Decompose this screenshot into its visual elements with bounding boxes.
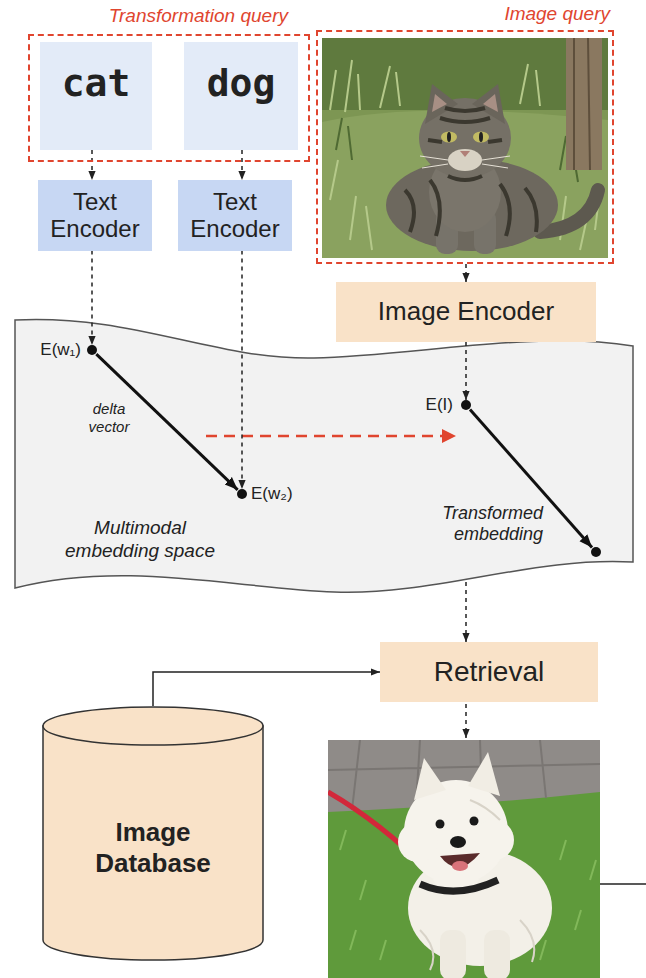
illustration-part: [420, 880, 498, 891]
illustration-part: [566, 38, 602, 170]
cylinder-top: [43, 707, 263, 745]
query-label: Transformation query: [30, 5, 308, 27]
query-label: Image query: [318, 3, 612, 25]
illustration-part: [440, 930, 466, 978]
illustration-part: [414, 758, 446, 800]
point-label: E(I): [407, 395, 453, 415]
illustration-part: [473, 132, 489, 143]
illustration-part: [330, 60, 600, 250]
illustration-part: [468, 752, 500, 796]
cat-photo: [322, 38, 608, 258]
query-group: Transformation querycatdog: [28, 34, 310, 162]
process-box: dog: [184, 42, 298, 150]
illustration-part: [448, 149, 482, 171]
cylinder-body: [43, 726, 263, 960]
connector: [241, 251, 243, 489]
point-label: Transformed embedding: [433, 503, 543, 545]
embedding-point: E(w₁): [87, 345, 97, 355]
embedding-point: E(w₂): [237, 489, 247, 499]
process-box: Text Encoder: [178, 180, 292, 251]
connector: [241, 150, 243, 180]
box-label: cat: [62, 62, 131, 106]
box-label: Retrieval: [434, 656, 544, 688]
database-cylinder: Image Database: [42, 706, 264, 960]
query-group: Image query: [316, 30, 614, 264]
embedding-point: Transformed embedding: [591, 547, 601, 557]
process-box: cat: [40, 42, 152, 150]
illustration-part: [420, 156, 510, 168]
illustration-part: [460, 151, 470, 157]
sheet-shape: [15, 319, 633, 592]
illustration-part: [441, 132, 457, 143]
connector: [91, 150, 93, 180]
illustration-part: [405, 108, 537, 236]
point-label: E(w₁): [21, 340, 81, 360]
leader-line: [600, 883, 646, 885]
connector: [465, 342, 467, 400]
box-label: Text Encoder: [46, 188, 144, 243]
illustration-part: [450, 836, 466, 848]
dog-photo: [328, 740, 600, 978]
illustration-part: [479, 132, 483, 142]
illustration-part: [484, 930, 510, 978]
space-label: Multimodal embedding space: [60, 516, 220, 562]
connectors: [92, 150, 592, 706]
database-label: Image Database: [73, 817, 233, 879]
connector: [91, 251, 93, 345]
illustration-part: [447, 132, 451, 142]
illustration-part: [436, 820, 445, 829]
box-label: Text Encoder: [186, 188, 284, 243]
illustration-part: [322, 38, 608, 258]
result-arrow: [465, 704, 467, 738]
connector: [465, 264, 467, 282]
box-label: Image Encoder: [378, 297, 554, 327]
transfer-arrow: [206, 435, 456, 438]
connector: [465, 582, 467, 642]
box-label: dog: [207, 62, 276, 106]
edge-label: delta vector: [80, 400, 138, 436]
illustration-part: [398, 822, 438, 862]
point-label: E(w₂): [251, 484, 315, 504]
illustration-part: [470, 817, 479, 826]
edge-label-holder: delta vector: [80, 400, 138, 436]
embedding-point: E(I): [461, 400, 471, 410]
process-box: Image Encoder: [336, 282, 596, 342]
illustration-part: [574, 38, 590, 170]
process-box: Retrieval: [380, 642, 598, 702]
illustration-part: [474, 820, 514, 860]
embedding-space: Multimodal embedding space E(w₁) E(w₂) E(I)…: [14, 310, 634, 602]
illustration-part: [452, 861, 468, 871]
process-box: Text Encoder: [38, 180, 152, 251]
connector: [153, 672, 380, 706]
illustration-part: [420, 800, 534, 970]
